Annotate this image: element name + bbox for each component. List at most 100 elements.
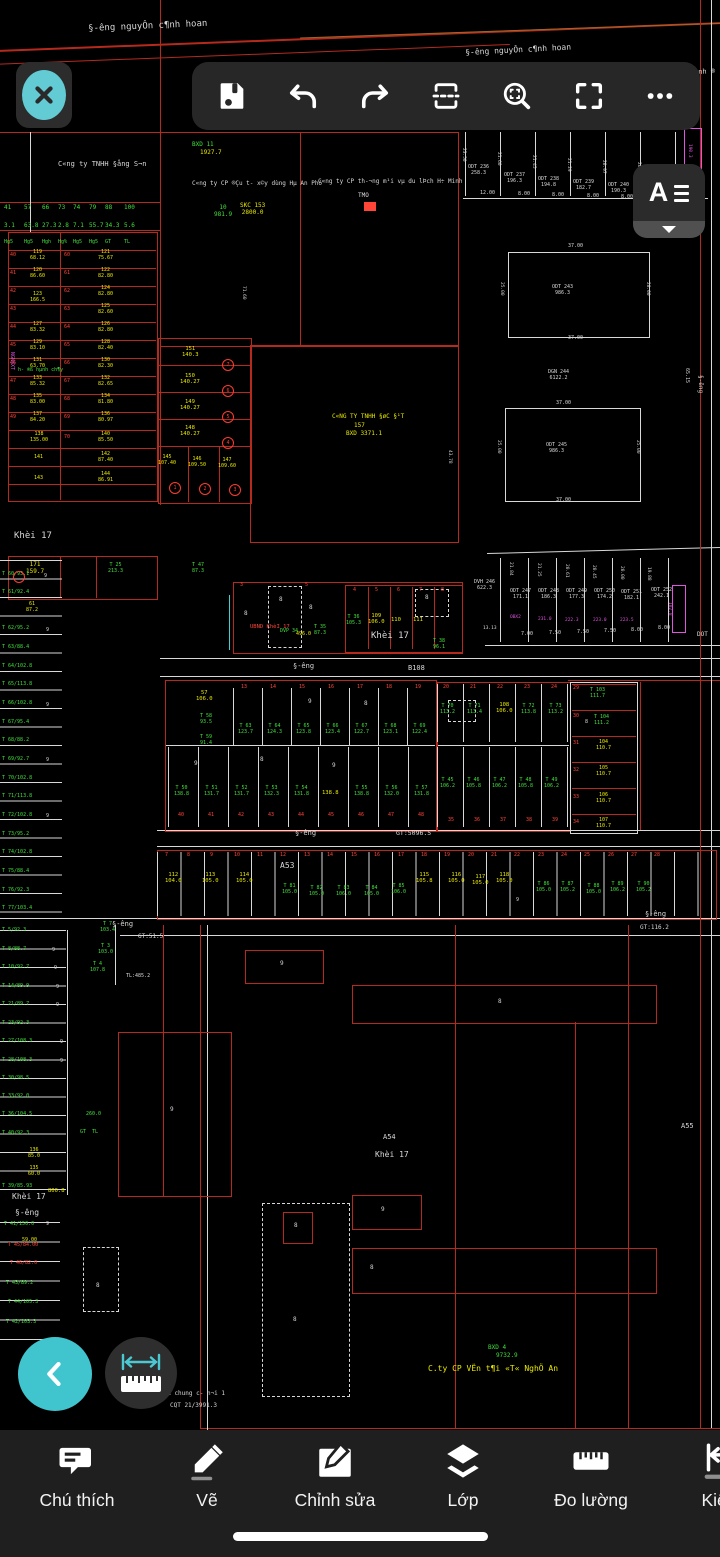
map-label: 46 (358, 812, 365, 818)
map-label: 88 (105, 204, 113, 211)
redo-button[interactable] (353, 74, 397, 118)
map-label: 9 (46, 702, 50, 708)
map-label: 32 (573, 767, 580, 773)
map-label: §-êng (697, 375, 704, 394)
map-label: T 84 105.0 (364, 885, 380, 897)
map-label: 41 (10, 270, 17, 276)
map-label: 138.8 (322, 790, 339, 796)
map-line (96, 556, 97, 598)
style-tab[interactable]: Kiểu (659, 1440, 720, 1511)
map-label: 9 (46, 627, 50, 633)
back-button[interactable] (18, 1337, 92, 1411)
map-label: 104 110.7 (596, 739, 612, 751)
map-parcel (245, 950, 324, 984)
map-label: 150 140.27 (180, 373, 200, 386)
undo-button[interactable] (281, 74, 325, 118)
map-label: T 45 106.2 (440, 777, 456, 789)
map-label: 35 (448, 817, 455, 823)
map-line (229, 595, 230, 650)
map-label: T 35 87.3 (314, 624, 327, 636)
section-clip-button[interactable] (424, 74, 468, 118)
map-label: 9732.9 (496, 1352, 518, 1359)
map-label: T 45/84.00 (8, 1242, 39, 1248)
more-button[interactable] (638, 74, 682, 118)
panel-expand-button[interactable] (633, 221, 705, 238)
fit-screen-button[interactable] (567, 74, 611, 118)
ruler-icon (121, 1375, 161, 1392)
map-label: 8.00 (552, 192, 565, 198)
map-label: 17 (398, 852, 405, 858)
zoom-window-button[interactable] (495, 74, 539, 118)
map-label: T 65/113.8 (2, 681, 33, 687)
save-button[interactable] (210, 74, 254, 118)
map-label: 25.00 (635, 440, 640, 454)
map-label: 7 (165, 852, 169, 858)
map-label: T 77/103.4 (2, 905, 33, 911)
map-label: 43 (10, 306, 17, 312)
map-label: 22 (497, 684, 504, 690)
map-line (434, 587, 435, 649)
map-label: Hg% (58, 239, 68, 245)
map-label: 44 (10, 324, 17, 330)
map-label: 222.3 (565, 618, 579, 623)
save-icon (220, 83, 244, 109)
map-label: BXD 3371.1 (346, 430, 383, 437)
map-label: T 75/88.4 (2, 868, 30, 874)
edit-tab[interactable]: Chỉnh sửa (275, 1440, 395, 1511)
map-label: 107 110.7 (596, 817, 612, 829)
map-line (300, 22, 720, 39)
map-label: §-êng (645, 910, 667, 918)
map-label: T 46 105.8 (466, 777, 482, 789)
map-label: T 55 138.8 (354, 785, 370, 797)
map-label: 13 (304, 852, 311, 858)
annotate-tab[interactable]: Chú thích (17, 1440, 137, 1511)
map-label: 66 (42, 204, 50, 211)
map-label: 38 (526, 817, 533, 823)
map-point-marker: 4 (222, 437, 234, 449)
map-label: 106 110.7 (596, 792, 612, 804)
map-label: T 46/82.0 (10, 1260, 38, 1266)
map-label: 28 (654, 852, 661, 858)
map-label: 129 83.10 (30, 339, 46, 351)
map-label: 147 109.60 (218, 457, 237, 469)
map-label: 171 159.7 (26, 561, 45, 576)
map-label: C«ng ty CP th-¬ng m¹i vµ du lÞch H÷ Minh (318, 178, 463, 185)
map-line (711, 0, 712, 1428)
map-label: h- ®ß hµnh ch¶y (18, 367, 64, 373)
close-button[interactable] (16, 62, 72, 128)
map-label: 9 (381, 1206, 385, 1213)
map-label: 73 (58, 204, 66, 211)
map-label: 28.00 (645, 282, 650, 296)
measure-quick-button[interactable] (105, 1337, 177, 1409)
map-label: GT:5096.5 (396, 829, 432, 837)
map-label: 8 (441, 587, 445, 593)
map-parcel-grid (572, 684, 636, 830)
map-label: 37.00 (556, 400, 572, 406)
map-label: ODT 239 182.7 (573, 179, 595, 191)
map-label: 231.0 (538, 617, 552, 622)
home-indicator[interactable] (233, 1532, 488, 1541)
map-label: T 82 105.0 (309, 885, 325, 897)
map-label: 44 (298, 812, 305, 818)
map-label: 33 (573, 794, 580, 800)
map-label: 9 (332, 762, 336, 769)
map-label: 8 (244, 610, 248, 617)
map-label: 64 (64, 324, 71, 330)
layers-tab[interactable]: Lớp (403, 1440, 523, 1511)
map-label: 8 (309, 604, 313, 611)
map-line (463, 198, 708, 199)
map-parcel (118, 1032, 232, 1197)
map-label: 120 86.60 (30, 267, 46, 279)
text-style-button[interactable]: A (633, 164, 705, 238)
measure-tab[interactable]: Đo lường (531, 1440, 651, 1511)
map-label: 9 (46, 1221, 50, 1227)
map-label: 109 106.0 (368, 613, 385, 626)
map-line (455, 925, 456, 1428)
map-label: 40 (178, 812, 185, 818)
map-label: 125 82.60 (98, 303, 114, 315)
close-icon (22, 70, 66, 120)
draw-tab[interactable]: Vẽ (147, 1440, 267, 1511)
map-label: 20.45 (591, 565, 596, 579)
map-label: 5 (375, 587, 379, 593)
